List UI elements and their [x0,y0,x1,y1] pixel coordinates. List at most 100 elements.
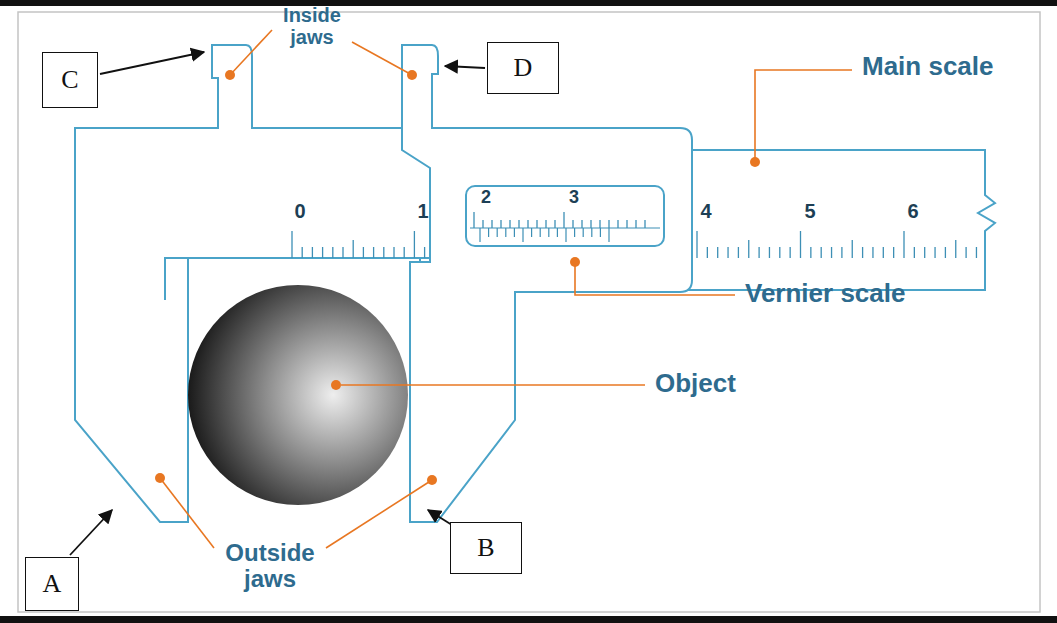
scale-tick [404,247,405,258]
scale-tick [841,247,842,258]
scale-tick [872,247,873,258]
scale-tick [363,247,364,258]
scale-tick [572,220,573,228]
vernier-tick [522,228,523,242]
part-label: Vernier scale [745,279,905,308]
vernier-tick [479,228,480,242]
scale-tick [644,220,645,228]
scale-tick [758,247,759,258]
vernier-tick [505,228,506,237]
scale-number: 5 [795,200,825,222]
vernier-tick [488,228,489,237]
scale-baseline [470,227,660,228]
scale-tick [291,231,292,258]
scale-tick [599,220,600,228]
leader-line [326,480,432,548]
scale-tick [635,220,636,228]
leader-line [575,262,735,295]
vernier-tick [591,228,592,237]
leader-line [160,478,214,548]
scale-tick [883,247,884,258]
leader-dot [750,157,760,167]
scale-tick [518,220,519,228]
scale-tick [590,220,591,228]
scale-number: 4 [691,200,721,222]
scale-number: 6 [898,200,928,222]
pointer-arrow [100,52,204,74]
object-ball [188,285,408,505]
leader-dot [225,70,235,80]
vernier-tick [583,228,584,237]
scale-number: 1 [408,200,438,222]
scale-tick [491,220,492,228]
part-label: Object [655,369,736,398]
scale-tick [779,247,780,258]
pointer-arrow [70,510,112,555]
scale-tick [934,247,935,258]
leader-dot [155,473,165,483]
scale-tick [373,247,374,258]
scale-tick [903,231,904,258]
scale-tick [727,247,728,258]
scale-tick [617,220,618,228]
scale-tick [707,247,708,258]
leader-line [755,70,852,162]
scale-tick [976,247,977,258]
vernier-ticks [470,212,660,242]
letter-box: A [25,557,79,611]
scale-tick [717,247,718,258]
fixed-jaw-edge [165,258,188,300]
scale-tick [545,220,546,228]
vernier-window [466,186,664,246]
scale-tick [738,247,739,258]
scale-tick [312,247,313,258]
scale-tick [302,247,303,258]
scale-tick [862,247,863,258]
bottom-bar [0,616,1057,623]
part-label: Inside jaws [262,4,362,48]
scale-tick [342,247,343,258]
scale-tick [790,247,791,258]
scale-tick [831,247,832,258]
letter-box: D [487,42,559,94]
vernier-tick [557,228,558,237]
top-bar [0,0,1057,6]
main-scale-ticks [697,231,976,258]
scale-tick [608,220,609,228]
leader-dot [331,380,341,390]
scale-tick [332,247,333,258]
scale-tick [965,247,966,258]
part-letter: B [477,533,494,563]
scale-number: 2 [472,188,500,208]
scale-tick [424,247,425,258]
vernier-tick [608,228,609,242]
scale-tick [626,220,627,228]
leader-line [341,384,645,386]
scale-tick [955,240,956,258]
part-letter: D [514,53,533,83]
scale-tick [322,247,323,258]
letter-box: C [42,52,98,108]
vernier-tick [565,228,566,242]
scale-number: 0 [285,200,315,222]
vernier-tick [514,228,515,237]
pointer-arrow [428,510,452,525]
main-scale-ticks [292,231,425,258]
frame [18,12,1040,612]
vernier-tick [497,228,498,237]
part-label: Main scale [862,52,994,81]
vernier-tick [600,228,601,237]
scale-tick [696,231,697,258]
scale-tick [893,247,894,258]
scale-tick [852,240,853,258]
scale-tick [482,220,483,228]
leader-dot [427,475,437,485]
vernier-tick [574,228,575,237]
vernier-tick [548,228,549,237]
sliding-jaw [402,45,692,522]
part-label: Outside jaws [205,540,335,593]
vernier-tick [540,228,541,237]
scale-tick [509,220,510,228]
part-letter: A [43,569,62,599]
scale-tick [536,220,537,228]
